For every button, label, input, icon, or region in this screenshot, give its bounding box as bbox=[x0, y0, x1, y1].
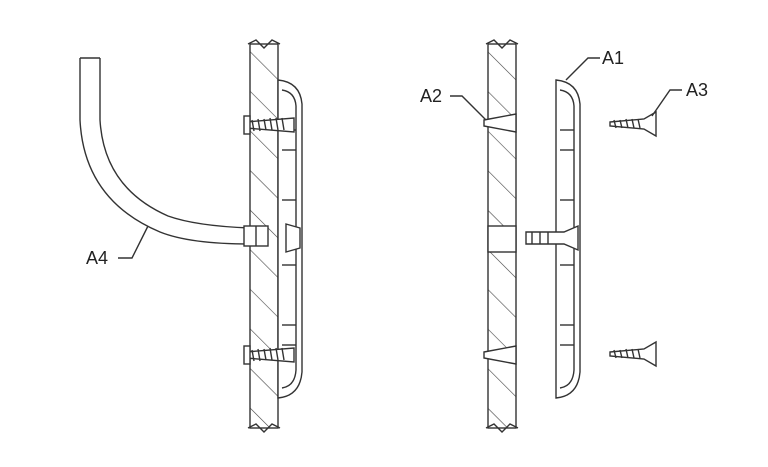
leader-a4 bbox=[118, 225, 149, 259]
leader-a3 bbox=[651, 89, 682, 117]
wall-anchor-lower bbox=[483, 345, 517, 365]
screw-a3-lower bbox=[609, 340, 657, 368]
label-a4: A4 bbox=[86, 248, 108, 268]
mounting-plate-assembled bbox=[277, 79, 303, 399]
assembled-view: A4 bbox=[79, 39, 303, 433]
screw-lower-assembled bbox=[243, 345, 295, 365]
label-a2: A2 bbox=[420, 86, 442, 106]
screw-a3-upper bbox=[609, 110, 657, 138]
wall-anchor-upper bbox=[483, 113, 517, 133]
leader-a1 bbox=[565, 57, 600, 81]
curved-rod-a4 bbox=[79, 57, 269, 247]
mounting-plate-a1 bbox=[525, 79, 581, 399]
label-a1: A1 bbox=[602, 48, 624, 68]
leader-a2 bbox=[450, 95, 487, 121]
screw-upper-assembled bbox=[243, 115, 295, 135]
exploded-view: A1 A2 A3 bbox=[420, 39, 708, 433]
wall-section-right bbox=[485, 39, 519, 433]
label-a3: A3 bbox=[686, 80, 708, 100]
